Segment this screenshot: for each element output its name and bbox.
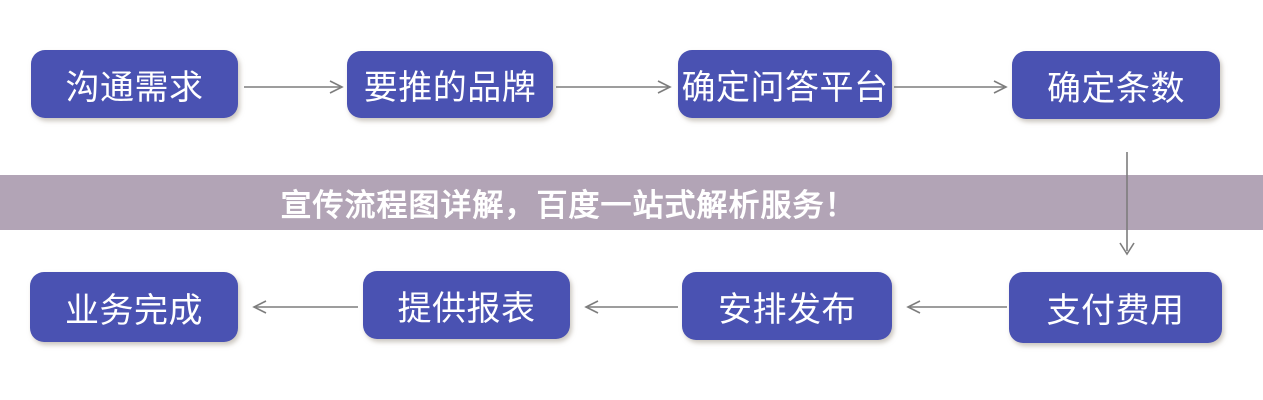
flow-node-qa-platform: 确定问答平台 (678, 50, 892, 118)
arrow-right-icon-3 (894, 80, 1008, 94)
flow-node-quantity: 确定条数 (1012, 51, 1220, 119)
arrow-left-icon-3 (906, 300, 1007, 314)
arrow-right-icon-2 (556, 80, 672, 94)
arrow-left-icon-1 (252, 300, 358, 314)
flow-node-communicate-requirements: 沟通需求 (31, 50, 238, 118)
flow-node-provide-report: 提供报表 (363, 271, 570, 339)
flow-node-arrange-release: 安排发布 (682, 272, 892, 340)
flow-node-pay-fee: 支付费用 (1009, 272, 1222, 343)
arrow-right-icon-1 (244, 80, 344, 94)
flow-node-business-complete: 业务完成 (30, 272, 238, 342)
flow-node-brand-to-promote: 要推的品牌 (347, 51, 553, 118)
arrow-left-icon-2 (584, 300, 678, 314)
title-banner: 宣传流程图详解，百度一站式解析服务！ (0, 175, 1263, 230)
banner-title: 宣传流程图详解，百度一站式解析服务！ (280, 188, 857, 223)
